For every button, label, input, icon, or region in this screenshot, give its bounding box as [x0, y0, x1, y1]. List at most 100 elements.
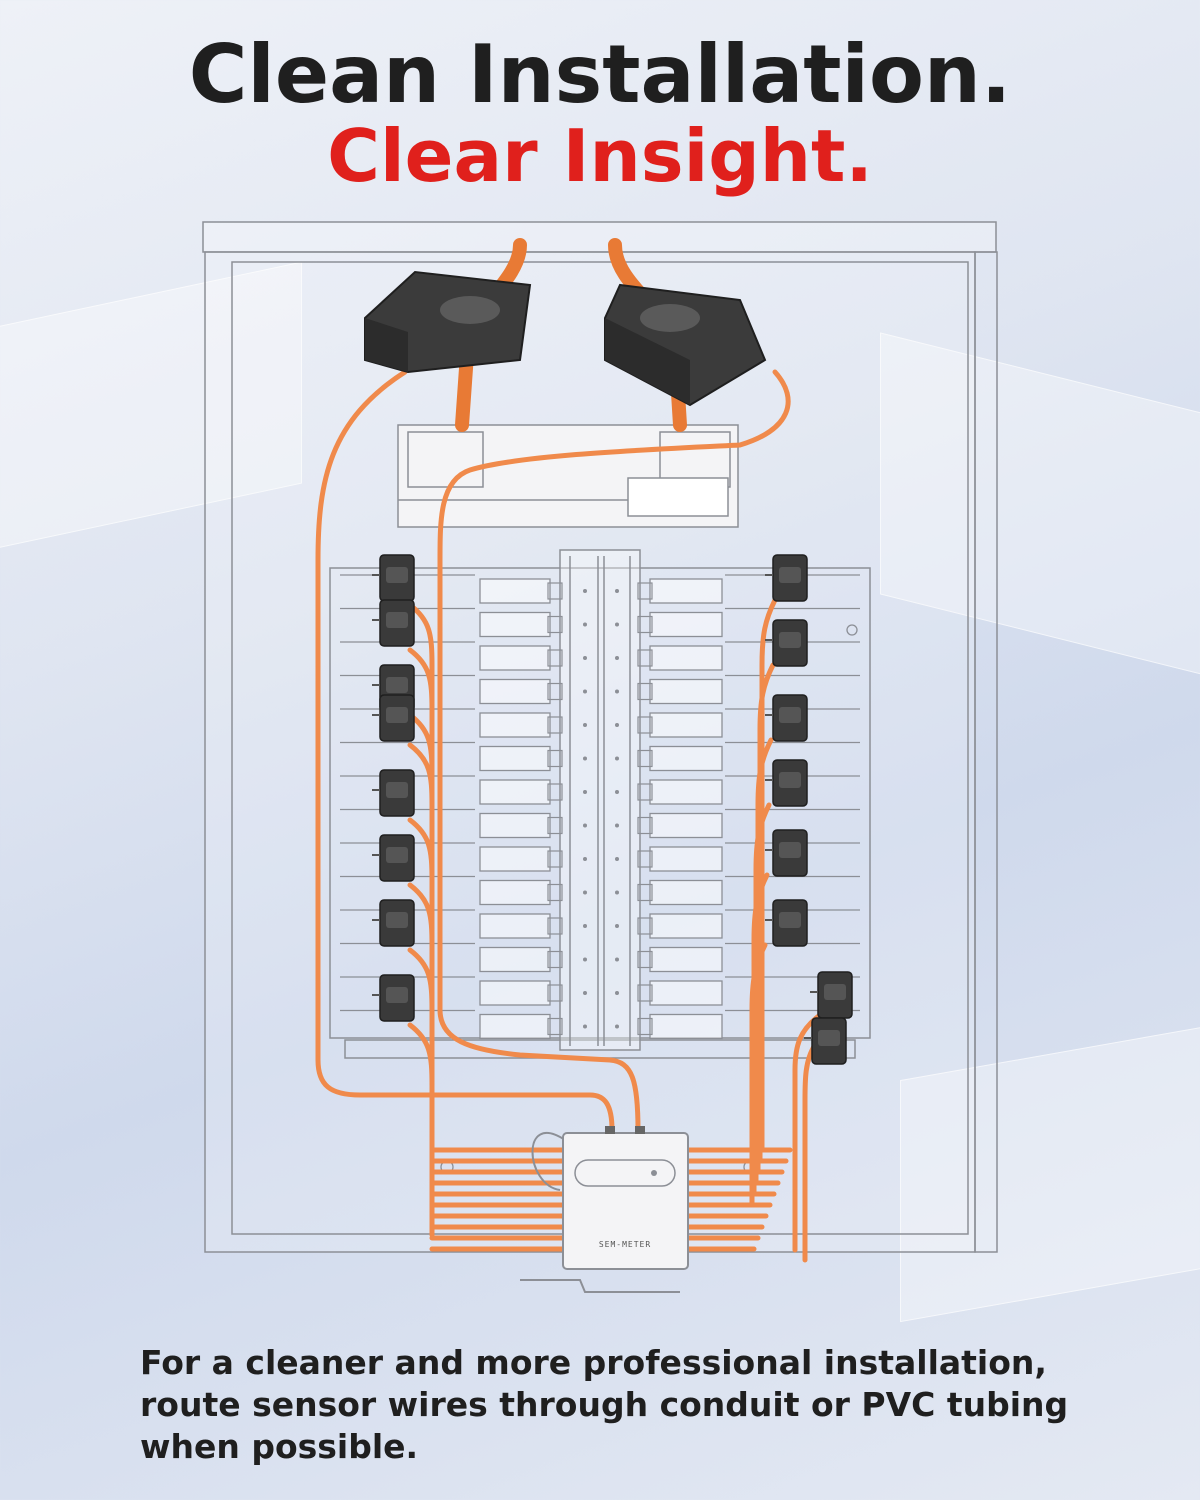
caption-line1: For a cleaner and more professional inst…	[140, 1343, 1047, 1382]
ct-sensor-window	[386, 912, 408, 928]
breaker-right	[649, 879, 723, 906]
branch-ct-sensors	[372, 554, 853, 1065]
sensor-wire	[407, 817, 435, 1208]
bus-screw	[583, 689, 587, 694]
sem-meter-device: SEM-METER	[520, 1126, 689, 1293]
bus-screw	[583, 991, 587, 995]
bus-screw	[615, 1024, 619, 1029]
breaker-left	[479, 779, 551, 805]
bus-screw	[583, 723, 587, 727]
breaker-right	[649, 745, 723, 772]
headline-line1: Clean Installation.	[188, 28, 1012, 121]
ct-sensor-icon	[765, 899, 808, 947]
breaker-left	[479, 946, 551, 973]
breaker-right	[649, 812, 723, 839]
ct-sensor-icon	[765, 759, 808, 807]
ct-sensor-icon	[372, 694, 415, 742]
enclosure-box	[204, 251, 976, 1253]
bus-screw	[615, 924, 619, 928]
breaker-left	[479, 645, 551, 671]
main-ct-clamp-left	[364, 270, 532, 374]
sensor-wire	[407, 882, 435, 1218]
caption-line3: when possible.	[140, 1427, 419, 1466]
bus-screw	[615, 790, 619, 794]
sensor-wire	[315, 369, 615, 1133]
breaker-handle	[547, 783, 563, 801]
enclosure	[202, 221, 998, 1253]
ct-sensor-window	[824, 984, 846, 1000]
ct-sensor-icon	[765, 694, 808, 742]
ct-sensor-icon	[372, 554, 415, 602]
breaker-left	[479, 980, 551, 1006]
ct-sensor-icon	[765, 829, 808, 877]
enclosure-side	[974, 251, 998, 1253]
breaker-handle	[637, 716, 653, 734]
bus-screw	[583, 857, 587, 861]
breaker-left	[479, 611, 551, 638]
breaker-handle	[547, 917, 563, 935]
breaker-handle	[637, 615, 653, 634]
breaker-handle	[637, 582, 653, 600]
breaker-handle	[547, 582, 563, 600]
breaker-handle	[637, 883, 653, 902]
breaker-handle	[547, 1017, 563, 1036]
bus-screw	[583, 756, 587, 761]
bus-screw	[583, 656, 587, 660]
bus-screw	[615, 756, 619, 761]
caption-line2: route sensor wires through conduit or PV…	[140, 1385, 1069, 1424]
breaker-right	[649, 1013, 723, 1040]
ct-sensor-window	[779, 707, 801, 723]
breaker-handle	[547, 615, 563, 634]
breaker-handle	[547, 649, 563, 667]
ct-sensor-icon	[765, 619, 808, 667]
breaker-right	[649, 913, 723, 939]
ct-sensor-window	[386, 567, 408, 583]
enclosure-lid	[202, 221, 997, 253]
breaker-handle	[547, 850, 563, 868]
breaker-left	[479, 812, 551, 839]
sensor-wire	[751, 872, 770, 1197]
main-breaker	[397, 424, 739, 528]
breaker-left	[479, 1013, 551, 1040]
bus-screw	[583, 890, 587, 895]
ct-sensor-window	[386, 612, 408, 628]
breaker-handle	[637, 850, 653, 868]
breaker-rows	[340, 574, 860, 1174]
ct-sensor-window	[386, 987, 408, 1003]
breaker-right	[649, 980, 723, 1006]
ct-sensor-window	[386, 707, 408, 723]
breaker-right	[649, 645, 723, 671]
ct-sensor-window	[386, 677, 408, 693]
ct-sensor-window	[779, 842, 801, 858]
bus-screw	[615, 656, 619, 660]
bus-screw	[583, 589, 587, 593]
ct-sensor-icon	[372, 599, 415, 647]
ct-sensor-icon	[810, 971, 853, 1019]
sensor-wire	[755, 737, 774, 1175]
breaker-handle	[637, 816, 653, 835]
breaker-handle	[637, 1017, 653, 1036]
bus-screw	[583, 957, 587, 962]
sensor-wire	[407, 1022, 435, 1238]
breaker-left	[479, 879, 551, 906]
bus-screw	[615, 622, 619, 627]
panel-knockout	[846, 624, 858, 636]
bus-screw	[615, 957, 619, 962]
caption: For a cleaner and more professional inst…	[140, 1342, 1080, 1468]
breaker-panel	[329, 549, 871, 1059]
sensor-wire	[407, 602, 435, 1168]
breaker-handle	[637, 783, 653, 801]
ct-sensor-icon	[372, 974, 415, 1022]
ct-sensor-window	[779, 912, 801, 928]
bus-screw	[615, 890, 619, 895]
ct-sensor-window	[818, 1030, 840, 1046]
breaker-handle	[547, 950, 563, 969]
breaker-handle	[547, 883, 563, 902]
sensor-wire	[407, 947, 435, 1228]
bus-screw	[615, 823, 619, 828]
breaker-right	[649, 946, 723, 973]
ct-sensor-window	[779, 632, 801, 648]
sensor-wire	[757, 662, 776, 1164]
sem-meter-label: SEM-METER	[599, 1240, 651, 1249]
breaker-handle	[547, 984, 563, 1002]
